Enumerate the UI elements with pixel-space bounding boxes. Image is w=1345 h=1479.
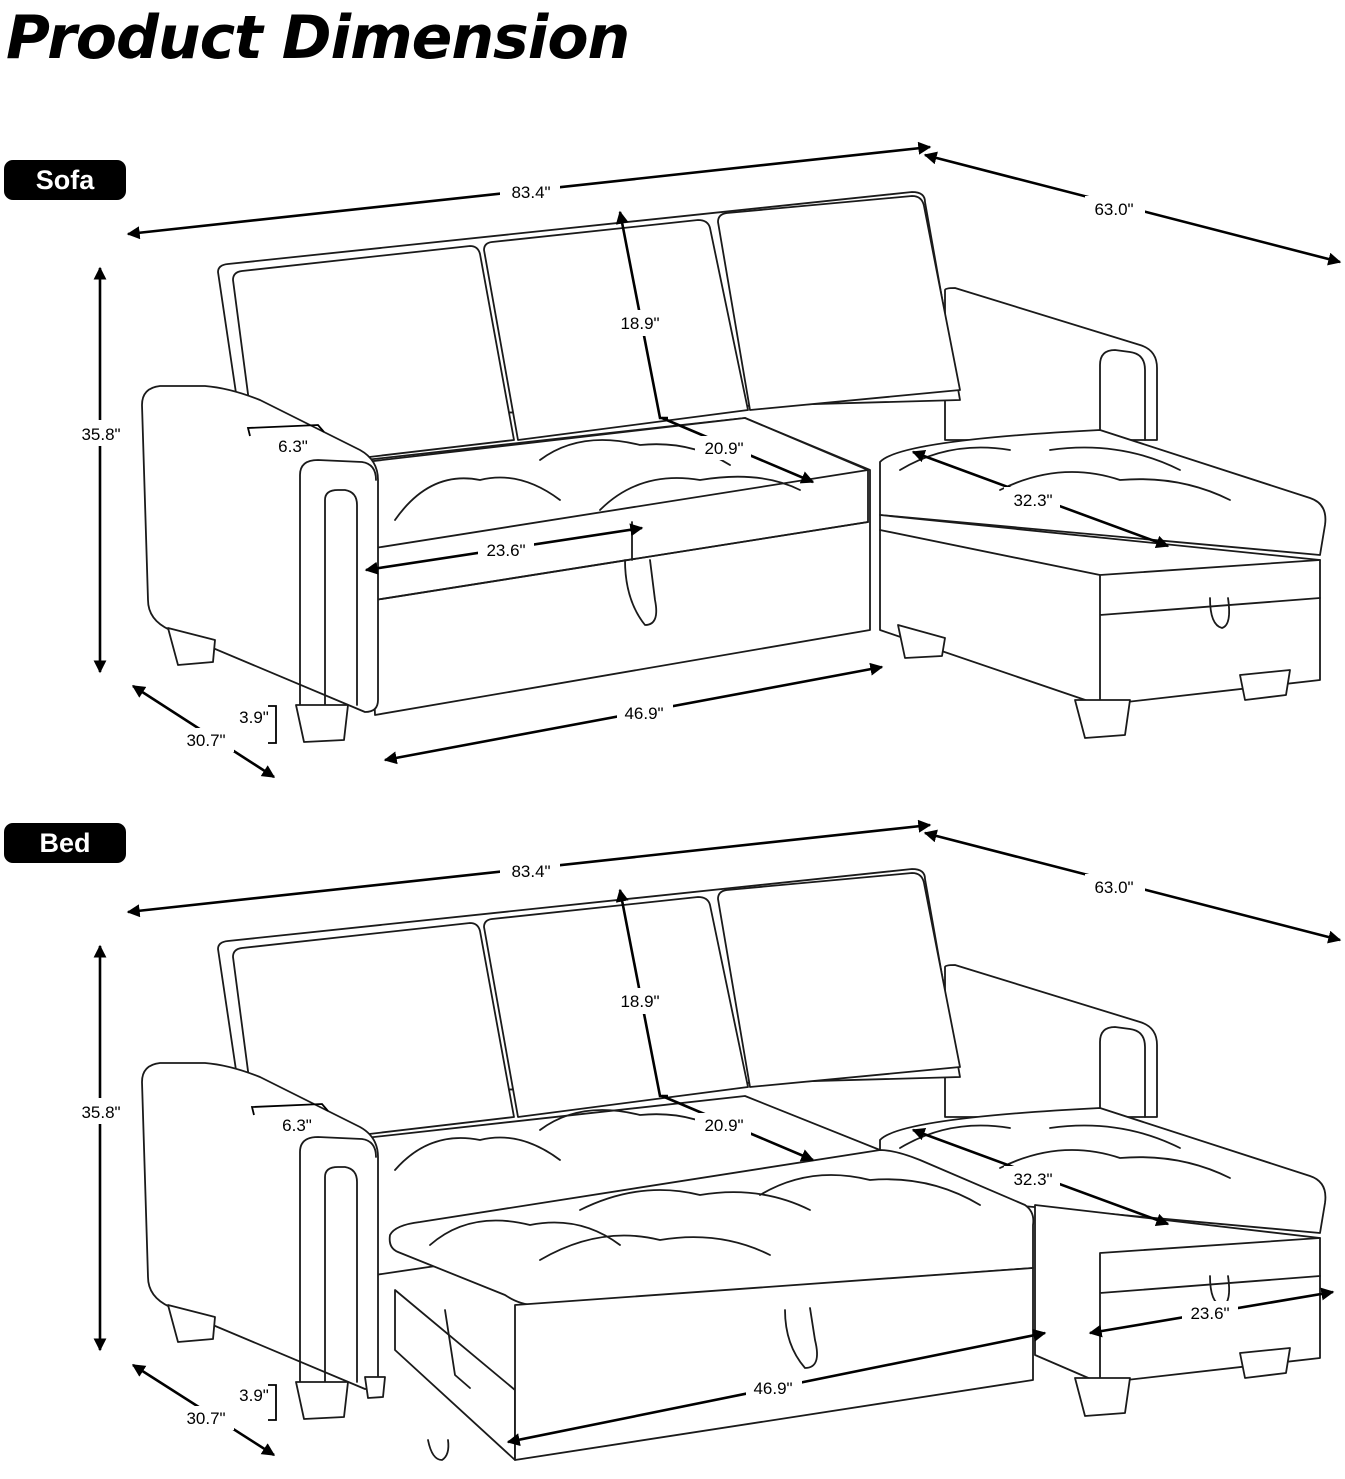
bed-chaise-leg-right	[1239, 1347, 1291, 1379]
sofa-label-arm-width: 6.3"	[278, 437, 308, 456]
bed-pullout-frame	[444, 1309, 471, 1389]
sofa-label-back-height: 18.9"	[620, 314, 659, 333]
sofa-chaise-handle	[1209, 597, 1231, 629]
bed-right-arm-panel	[1099, 1026, 1146, 1118]
bed-section-tag: Bed	[4, 823, 126, 863]
bed-dimension-lines	[74, 819, 1342, 1457]
bed-drawing	[141, 868, 1327, 1461]
bed-label-chaise-length: 63.0"	[1094, 878, 1133, 897]
sofa-dim-leg-height	[268, 705, 277, 744]
sofa-back-cushion-right	[717, 195, 961, 411]
sofa-label-chaise-length: 63.0"	[1094, 200, 1133, 219]
bed-dim-back-height	[615, 888, 668, 1098]
bed-label-total-width: 83.4"	[511, 862, 550, 881]
sofa-label-seat-width: 23.6"	[486, 541, 525, 560]
bed-pullout-wheel	[427, 1439, 450, 1461]
sofa-label-leg-height: 3.9"	[239, 708, 269, 727]
sofa-label-depth: 30.7"	[186, 731, 225, 750]
sofa-section-tag: Sofa	[4, 160, 126, 200]
bed-label-arm-width: 6.3"	[282, 1116, 312, 1135]
bed-dimension-labels: 83.4" 63.0" 35.8" 18.9" 20.9" 6.3" 32.3"…	[81, 862, 1229, 1428]
bed-dim-arm-width	[250, 1103, 329, 1116]
sofa-chaise-leg-right	[1239, 669, 1291, 701]
sofa-label-total-width: 83.4"	[511, 183, 550, 202]
bed-right-arm-shape	[944, 964, 1158, 1118]
bed-dim-leg-height	[268, 1384, 277, 1421]
sofa-dim-arm-width	[246, 424, 325, 437]
sofa-left-arm	[141, 385, 379, 713]
bed-left-arm	[141, 1062, 379, 1390]
sofa-label-height: 35.8"	[81, 425, 120, 444]
sofa-dimension-labels: 83.4" 63.0" 35.8" 18.9" 20.9" 6.3" 23.6"…	[81, 183, 1133, 750]
sofa-pull-handle	[624, 559, 658, 626]
page-title: Product Dimension	[6, 3, 630, 73]
bed-label-ottoman-width: 23.6"	[1190, 1304, 1229, 1323]
bed-pullout-tufting	[429, 1174, 981, 1261]
sofa-dimension-lines	[74, 141, 1342, 779]
sofa-leg-left-front	[295, 704, 349, 743]
bed-label-bed-width: 46.9"	[753, 1379, 792, 1398]
sofa-label-base-width: 46.9"	[624, 704, 663, 723]
bed-label-depth: 30.7"	[186, 1409, 225, 1428]
sofa-chaise-leg-front	[1074, 699, 1131, 739]
bed-left-arm-panel	[299, 1136, 377, 1383]
sofa-drawing	[141, 191, 1327, 743]
sofa-label-chaise-width: 32.3"	[1013, 491, 1052, 510]
bed-label-seat-depth: 20.9"	[704, 1116, 743, 1135]
bed-label-height: 35.8"	[81, 1103, 120, 1122]
sofa-right-arm-shape	[944, 287, 1158, 441]
bed-leg-left-mid	[364, 1376, 386, 1399]
sofa-leg-left-back	[167, 627, 216, 666]
bed-label-leg-height: 3.9"	[239, 1386, 269, 1405]
bed-back-cushion-left	[232, 922, 515, 1148]
bed-leg-left-back	[167, 1304, 216, 1343]
bed-leg-left-front	[295, 1381, 349, 1420]
sofa-label-seat-depth: 20.9"	[704, 439, 743, 458]
bed-chaise-leg-front	[1074, 1377, 1131, 1417]
sofa-back-cushion-left	[232, 245, 515, 471]
sofa-dim-back-height	[615, 210, 668, 420]
bed-label-back-height: 18.9"	[620, 992, 659, 1011]
sofa-right-arm-panel	[1099, 349, 1146, 441]
bed-back-cushion-right	[717, 872, 961, 1088]
sofa-chaise-leg-back	[897, 624, 946, 659]
sofa-left-arm-panel	[299, 459, 377, 706]
bed-label-chaise-width: 32.3"	[1013, 1170, 1052, 1189]
